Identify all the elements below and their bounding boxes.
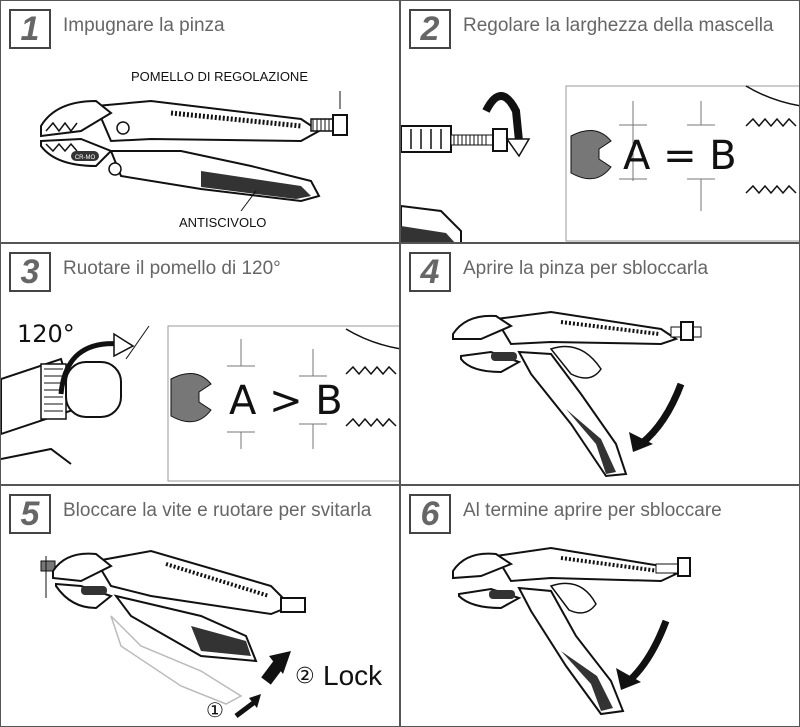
- step-marker-1: ①: [206, 698, 224, 722]
- step-2-panel: 2 Regolare la larghezza della mascella: [400, 0, 800, 243]
- lock-label: Lock: [323, 660, 383, 691]
- open-pliers-illustration: [452, 310, 702, 478]
- knob-label: POMELLO DI REGOLAZIONE: [131, 69, 308, 84]
- equation-equal: A = B: [623, 133, 737, 179]
- step-3-title: Ruotare il pomello di 120°: [63, 258, 281, 279]
- step-1-panel: 1 Impugnare la pinza CR-MO POMELLO D: [0, 0, 400, 243]
- step-5-title: Bloccare la vite e ruotare per svitarla: [63, 500, 372, 521]
- rotation-angle: 120°: [17, 320, 75, 348]
- release-pliers-illustration: [452, 546, 691, 716]
- step-4-number: 4: [409, 252, 451, 292]
- grip-label: ANTISCIVOLO: [179, 215, 267, 230]
- step-1-number: 1: [9, 9, 51, 49]
- step-6-panel: 6 Al termine aprire per sbloccare: [400, 485, 800, 727]
- step-5-panel: 5 Bloccare la vite e ruotare per svitarl…: [0, 485, 400, 727]
- step-4-panel: 4 Aprire la pinza per sbloccarla: [400, 243, 800, 485]
- step-6-number: 6: [409, 494, 451, 534]
- step-6-title: Al termine aprire per sbloccare: [463, 500, 722, 521]
- step-4-title: Aprire la pinza per sbloccarla: [463, 258, 709, 279]
- step-1-title: Impugnare la pinza: [63, 15, 225, 36]
- equation-greater: A > B: [229, 378, 343, 424]
- step-marker-2: ②: [295, 664, 315, 689]
- adjustment-illustration: [401, 85, 799, 242]
- pliers-illustration: CR-MO: [40, 91, 348, 212]
- step-2-number: 2: [409, 9, 451, 49]
- brand-mark: CR-MO: [75, 155, 96, 161]
- lock-illustration: [40, 549, 306, 718]
- step-3-number: 3: [9, 252, 51, 292]
- step-2-title: Regolare la larghezza della mascella: [463, 15, 774, 36]
- step-3-panel: 3 Ruotare il pomello di 120° 120° A > B: [0, 243, 400, 485]
- step-5-number: 5: [9, 494, 51, 534]
- rotation-illustration: [1, 325, 399, 482]
